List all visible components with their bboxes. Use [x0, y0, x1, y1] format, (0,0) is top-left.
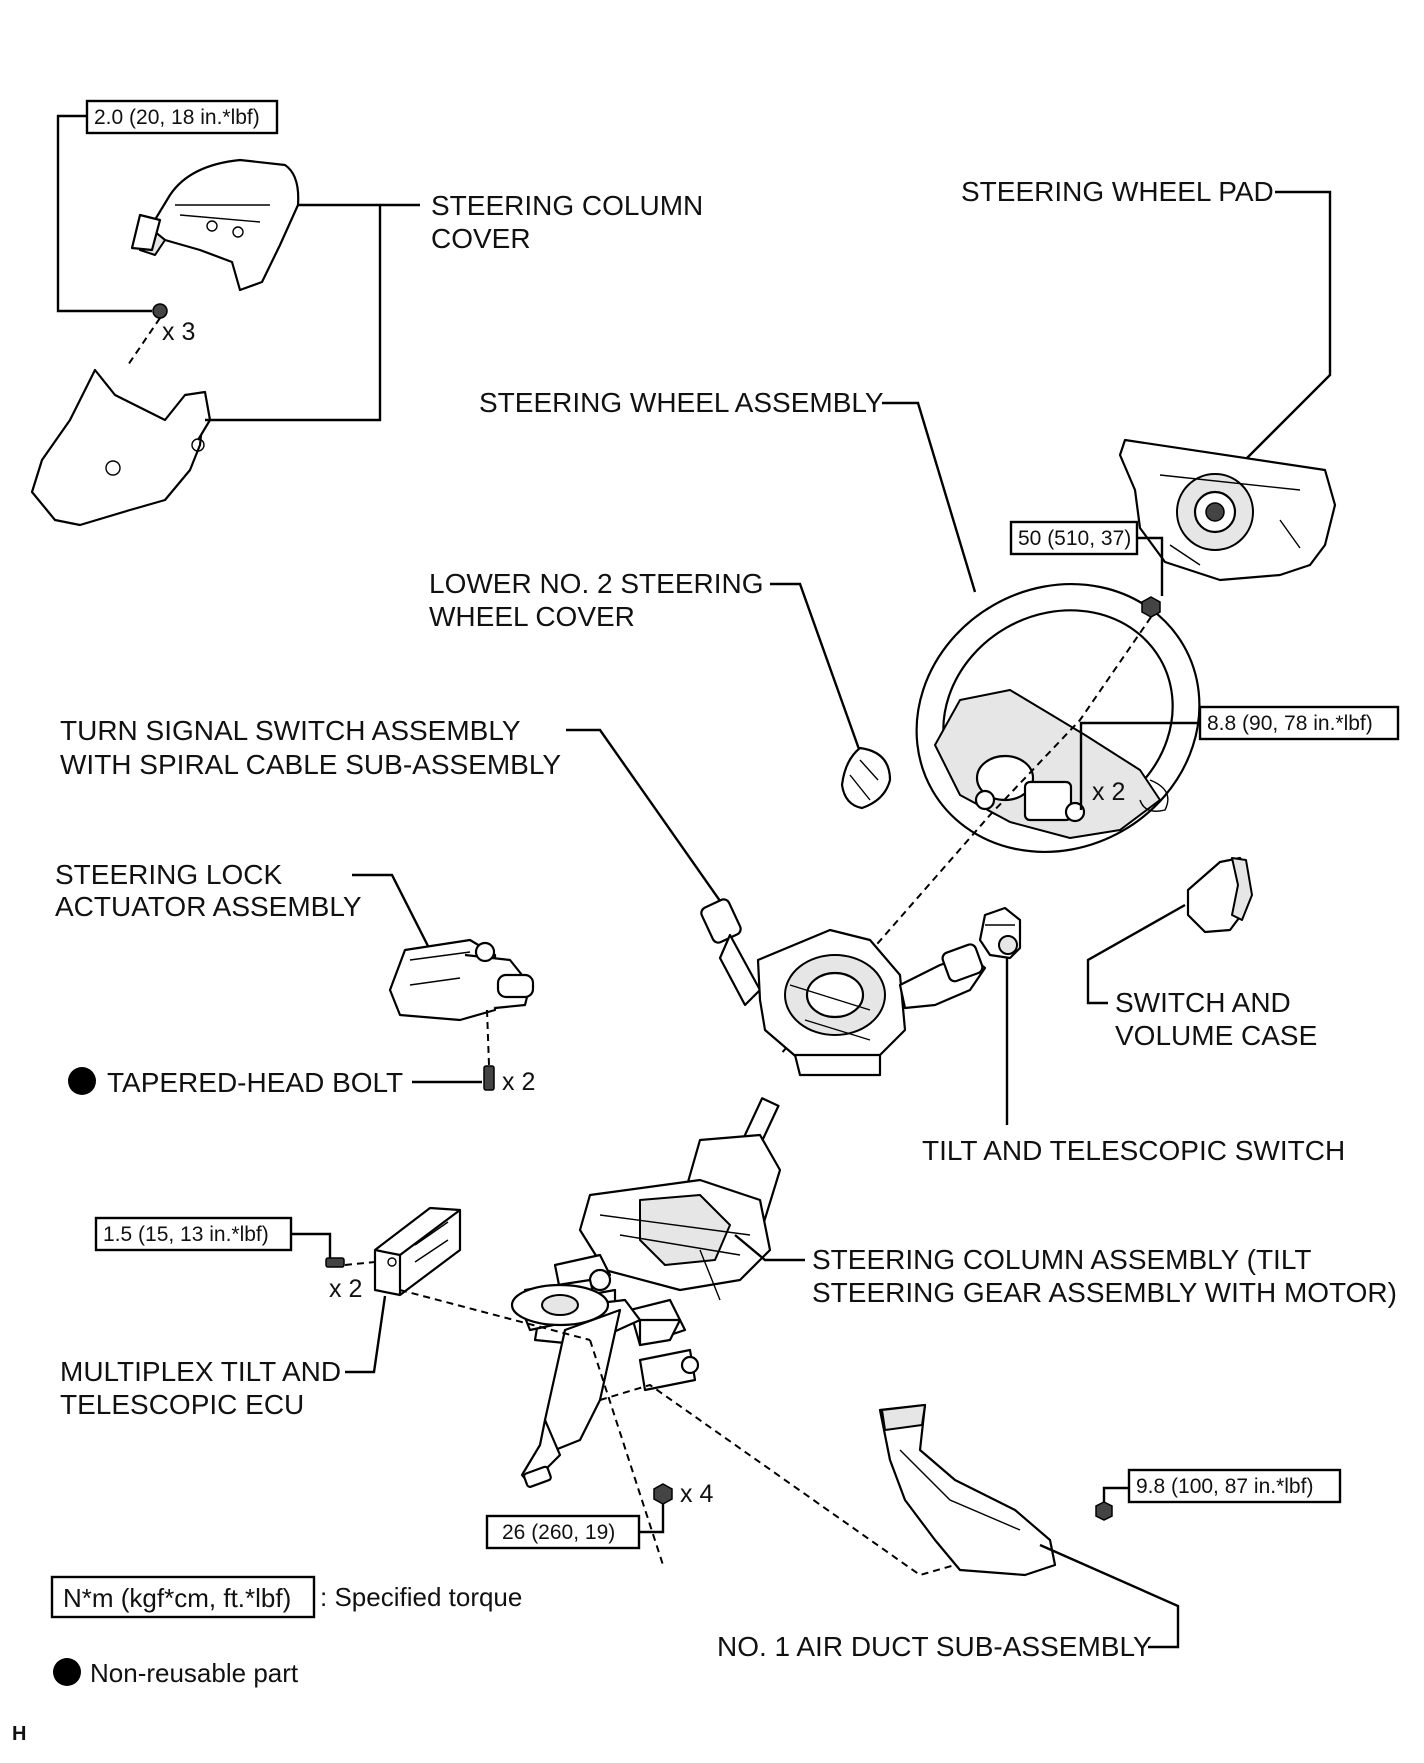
air-duct-bolt-icon: [1095, 1501, 1113, 1521]
column-nut-icon: [653, 1483, 673, 1505]
label-lower-no2-cover-2: WHEEL COVER: [429, 601, 635, 632]
label-lower-no2-cover-1: LOWER NO. 2 STEERING: [429, 568, 764, 599]
label-tapered-head-bolt: TAPERED-HEAD BOLT: [107, 1067, 403, 1098]
steering-lock-actuator: [388, 938, 535, 1022]
label-steering-wheel-assembly: STEERING WHEEL ASSEMBLY: [479, 387, 884, 418]
steering-wheel-assembly: [915, 582, 1201, 854]
torque-box-wheel-nut: [1009, 520, 1139, 556]
label-multiplex-ecu-2: TELESCOPIC ECU: [60, 1389, 304, 1420]
torque-box-column-nut: [485, 1514, 641, 1550]
torque-ecu-bolt: 1.5 (15, 13 in.*lbf): [103, 1223, 269, 1246]
torque-column-cover: 2.0 (20, 18 in.*lbf): [94, 106, 260, 129]
tapered-head-bolt-icon: [483, 1065, 495, 1091]
multiplier-column-nut: x 4: [680, 1480, 713, 1508]
nonreusable-marker-bolt: [68, 1067, 96, 1095]
multiplier-column-cover: x 3: [162, 318, 195, 346]
wheel-nut-icon: [1141, 596, 1161, 618]
multiplier-lock-bolt: x 2: [502, 1068, 535, 1096]
multiplier-wheel-pad-screw: x 2: [1092, 778, 1125, 806]
legend-torque-box: [50, 1575, 316, 1619]
torque-wheel-nut: 50 (510, 37): [1018, 527, 1131, 550]
multiplex-tilt-telescopic-ecu: [373, 1206, 462, 1297]
air-duct-sub-assembly: [878, 1403, 1057, 1577]
label-steering-column-assembly-1: STEERING COLUMN ASSEMBLY (TILT: [812, 1244, 1311, 1275]
label-steering-column-assembly-2: STEERING GEAR ASSEMBLY WITH MOTOR): [812, 1277, 1397, 1308]
steering-column-assembly: [510, 1097, 782, 1488]
multiplier-ecu-bolt: x 2: [329, 1275, 362, 1303]
label-tilt-telescopic-switch: TILT AND TELESCOPIC SWITCH: [922, 1135, 1345, 1166]
torque-air-duct-bolt: 9.8 (100, 87 in.*lbf): [1136, 1475, 1313, 1498]
torque-box-wheel-pad-screw: [1198, 705, 1400, 741]
label-turn-signal-switch-1: TURN SIGNAL SWITCH ASSEMBLY: [60, 715, 521, 746]
legend-torque-desc: : Specified torque: [320, 1582, 522, 1612]
label-steering-column-cover-2: COVER: [431, 223, 531, 254]
label-steering-lock-actuator-2: ACTUATOR ASSEMBLY: [55, 891, 362, 922]
label-turn-signal-switch-2: WITH SPIRAL CABLE SUB-ASSEMBLY: [60, 749, 561, 780]
label-steering-column-cover-1: STEERING COLUMN: [431, 190, 703, 221]
turn-signal-switch-assembly: [700, 898, 987, 1077]
steering-wheel-pad: [1118, 438, 1337, 582]
torque-box-air-duct-bolt: [1127, 1468, 1342, 1504]
label-steering-wheel-pad: STEERING WHEEL PAD: [961, 176, 1274, 207]
torque-column-nut: 26 (260, 19): [502, 1521, 615, 1544]
torque-box-column-cover: [85, 99, 279, 135]
torque-wheel-pad-screw: 8.8 (90, 78 in.*lbf): [1207, 712, 1373, 735]
tilt-telescopic-switch: [978, 906, 1022, 960]
label-multiplex-ecu-1: MULTIPLEX TILT AND: [60, 1356, 341, 1387]
upper-column-cover: [130, 158, 300, 292]
footer-mark: H: [12, 1723, 26, 1745]
switch-volume-case: [1186, 856, 1253, 934]
legend-nonreusable-desc: Non-reusable part: [90, 1658, 299, 1688]
column-cover-screw-icon: [152, 303, 168, 319]
label-switch-volume-case-1: SWITCH AND: [1115, 987, 1291, 1018]
label-air-duct: NO. 1 AIR DUCT SUB-ASSEMBLY: [717, 1631, 1152, 1662]
ecu-bolt-icon: [325, 1257, 345, 1268]
legend-nonreusable-icon: [53, 1658, 81, 1686]
legend-torque-unit: N*m (kgf*cm, ft.*lbf): [63, 1583, 291, 1613]
label-steering-lock-actuator-1: STEERING LOCK: [55, 859, 282, 890]
label-switch-volume-case-2: VOLUME CASE: [1115, 1020, 1317, 1051]
torque-box-ecu-bolt: [94, 1216, 293, 1252]
lower-no2-steering-wheel-cover: [840, 746, 892, 810]
lower-column-cover: [30, 368, 212, 527]
